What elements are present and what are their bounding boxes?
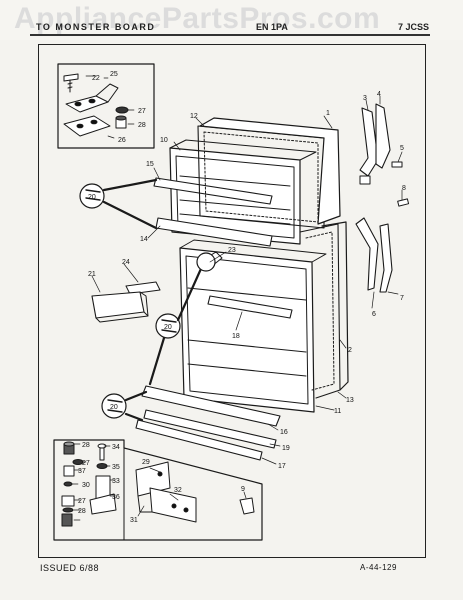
washer-27-icon — [115, 106, 129, 114]
fresh-food-gasket — [299, 223, 341, 399]
callout-14: 14 — [140, 236, 148, 243]
hinge-plate-icon — [65, 83, 119, 113]
bottom-trim-19 — [143, 409, 277, 449]
callout-37: 37 — [78, 468, 86, 475]
header-rule — [30, 34, 430, 36]
leader-lines — [91, 95, 403, 499]
callout-11: 11 — [334, 408, 341, 415]
callout-28a: 28 — [138, 122, 146, 129]
callout-20c: 20 — [110, 404, 118, 411]
callout-8: 8 — [402, 185, 406, 192]
callout-7: 7 — [400, 295, 404, 302]
issued-date: ISSUED 6/88 — [40, 563, 100, 573]
hinge-shim-icon — [63, 115, 111, 137]
callout-20b: 20 — [164, 324, 172, 331]
callout-26: 26 — [118, 137, 126, 144]
callout-27a: 27 — [138, 108, 146, 115]
callout-20a: 20 — [88, 194, 96, 201]
callout-17: 17 — [278, 463, 286, 470]
callout-34: 34 — [112, 444, 120, 451]
detail-circle-20b — [148, 252, 216, 386]
door-stop-9 — [239, 497, 255, 515]
header-left-text: TO MONSTER BOARD — [36, 22, 156, 32]
callout-27c: 27 — [78, 498, 86, 505]
callout-1: 1 — [326, 110, 330, 117]
callout-9: 9 — [241, 486, 245, 493]
bottom-hinge-bracket — [135, 461, 197, 523]
callout-5: 5 — [400, 145, 404, 152]
diagram-frame — [38, 44, 426, 558]
header-right-text: 7 JCSS — [398, 22, 430, 32]
callout-19: 19 — [282, 445, 290, 452]
detail-circle-20c — [101, 390, 148, 422]
upper-door-handle — [359, 103, 391, 185]
callout-labels: 1 2 3 4 5 6 7 8 9 10 11 12 13 14 15 16 1… — [78, 71, 406, 524]
callout-21: 21 — [88, 271, 96, 278]
fresh-food-door-liner — [179, 239, 327, 413]
callout-22: 22 — [92, 75, 100, 82]
callout-28c: 28 — [78, 508, 86, 515]
callout-24: 24 — [122, 259, 130, 266]
handle-cap-5 — [391, 161, 403, 168]
fresh-food-shelf-bar — [207, 295, 293, 319]
fresh-food-outer-door — [321, 221, 349, 391]
callout-31: 31 — [130, 517, 138, 524]
callout-27b: 27 — [82, 460, 90, 467]
bushing-28-icon — [115, 115, 127, 129]
callout-33: 33 — [112, 478, 120, 485]
callout-32: 32 — [174, 487, 182, 494]
freezer-outer-door — [199, 117, 341, 225]
callout-16: 16 — [280, 429, 288, 436]
callout-30: 30 — [82, 482, 90, 489]
freezer-shelf-bar — [153, 177, 273, 205]
callout-6: 6 — [372, 311, 376, 318]
header-band: AppliancePartsPros.com TO MONSTER BOARD … — [0, 0, 463, 40]
callout-29: 29 — [142, 459, 150, 466]
callout-13: 13 — [346, 397, 354, 404]
freezer-door-bottom-bar — [155, 217, 273, 247]
bottom-trim-17 — [135, 419, 263, 461]
top-hinge-inset — [57, 63, 155, 149]
callout-36: 36 — [112, 494, 120, 501]
callout-4: 4 — [377, 91, 381, 98]
callout-23: 23 — [228, 247, 236, 254]
lower-door-handle — [355, 217, 393, 293]
dairy-door-cover — [125, 281, 161, 295]
butter-bin — [91, 291, 149, 323]
callout-25: 25 — [110, 71, 118, 78]
callout-28b: 28 — [82, 442, 90, 449]
detail-circle-20a — [79, 178, 158, 230]
plate-number: A-44-129 — [360, 563, 397, 572]
callout-18: 18 — [232, 333, 240, 340]
watermark: AppliancePartsPros.com — [14, 2, 381, 35]
callout-2: 2 — [348, 347, 352, 354]
callout-15: 15 — [146, 161, 154, 168]
screw-22-icon — [63, 73, 79, 93]
bottom-hinge-box — [53, 439, 263, 541]
hinge-pin-stack — [89, 443, 117, 515]
callout-10: 10 — [160, 137, 168, 144]
callout-12: 12 — [190, 113, 198, 120]
small-parts-stack — [61, 441, 84, 527]
header-mid-text: EN 1PA — [256, 22, 288, 32]
handle-cap-8 — [397, 198, 410, 207]
callout-35: 35 — [112, 464, 120, 471]
callout-3: 3 — [363, 95, 367, 102]
